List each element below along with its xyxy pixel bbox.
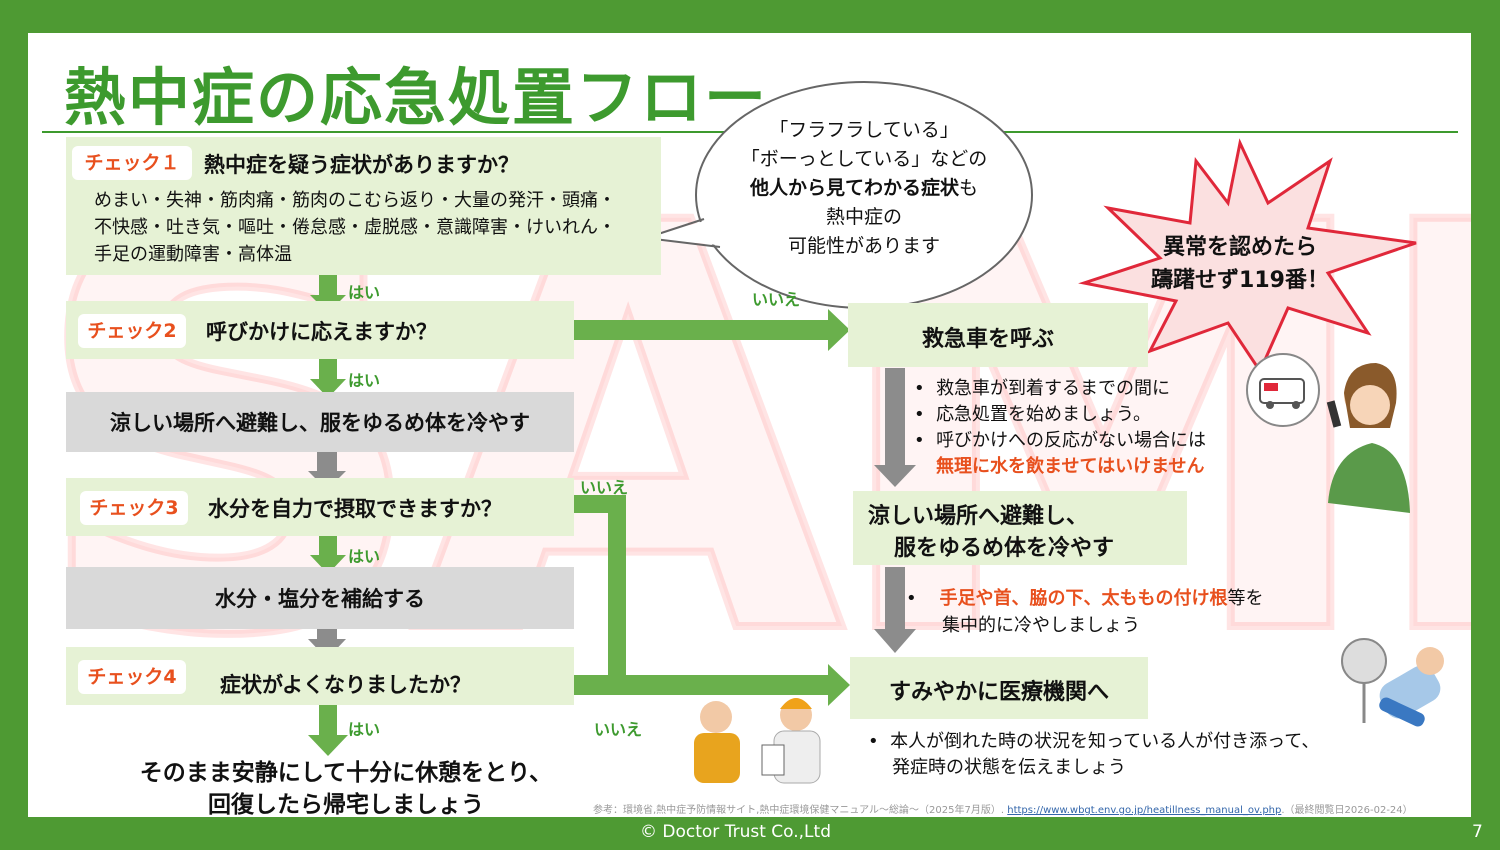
check1-symptom-line-1: めまい・失神・筋肉痛・筋肉のこむら返り・大量の発汗・頭痛・: [94, 190, 616, 211]
check1-question: 熱中症を疑う症状がありますか？: [204, 153, 519, 177]
check1-symptom-line-3: 手足の運動障害・高体温: [94, 244, 292, 265]
phone-call-illustration: [1246, 353, 1410, 513]
final-line-2: 回復したら帰宅しましょう: [208, 792, 484, 817]
check4-tag: チェック4: [78, 660, 186, 694]
check2-question: 呼びかけに応えますか？: [206, 320, 437, 344]
ambulance-note-1: • 救急車が到着するまでの間に: [914, 378, 1171, 399]
check3-question: 水分を自力で摂取できますか？: [208, 497, 502, 521]
hospital-note-1: • 本人が倒れた時の状況を知っている人が付き添って、: [868, 731, 1320, 752]
speech-line-5: 可能性があります: [787, 235, 940, 257]
right-gray-arrow-2: [874, 567, 916, 653]
burst-line-2: 躊躇せず119番！: [1151, 268, 1329, 293]
yes-label-1: はい: [348, 283, 381, 302]
water-salt-text: 水分・塩分を補給する: [215, 587, 425, 611]
yes-label-2: はい: [348, 371, 381, 390]
hospital-text: すみやかに医療機関へ: [888, 680, 1109, 705]
flow-arrows: [308, 81, 1444, 784]
right-cool-line-2: 服をゆるめ体を冷やす: [894, 536, 1115, 561]
heatstroke-person-illustration: [1341, 638, 1444, 727]
page-number: 7: [1472, 822, 1483, 842]
yes-arrow-4: [308, 701, 348, 756]
footer-copyright: © Doctor Trust Co.,Ltd: [640, 822, 831, 842]
speech-line-4: 熱中症の: [825, 206, 902, 228]
reference-note: 参考：環境省,熱中症予防情報サイト,熱中症環境保健マニュアル〜総論〜（2025年…: [593, 805, 1413, 816]
final-line-1: そのまま安静にして十分に休憩をとり、: [139, 760, 553, 786]
right-gray-arrow-1: [874, 368, 916, 487]
speech-line-3-tail: も: [959, 177, 979, 199]
no-arrow-ambulance: [574, 309, 850, 351]
check4-question: 症状がよくなりましたか？: [220, 673, 471, 697]
cool-down-box: [66, 392, 574, 452]
yes-label-4: はい: [348, 720, 381, 739]
no-arrow-check3: [574, 495, 626, 675]
speech-line-2: 「ボーっとしている」などの: [740, 148, 988, 170]
right-cool-box: [853, 491, 1187, 565]
no-label-ambulance: いいえ: [752, 290, 801, 309]
water-salt-box: [66, 567, 574, 629]
speech-line-3-bold: 他人から見てわかる症状: [749, 177, 959, 199]
check1-tag: チェック１: [72, 146, 192, 180]
speech-line-1: 「フラフラしている」: [769, 119, 959, 141]
slide: SAMPLE 熱中症の応急処置フロー: [28, 33, 1471, 817]
call-ambulance-box: [848, 303, 1148, 367]
check2-tag: チェック2: [78, 314, 186, 348]
yes-arrow-3: [310, 529, 346, 574]
no-label-hospital: いいえ: [594, 720, 643, 739]
alert-burst: [1078, 138, 1417, 375]
hospital-box: [850, 657, 1148, 719]
check3-tag: チェック3: [80, 491, 188, 525]
check1-symptom-line-2: 不快感・吐き気・嘔吐・倦怠感・虚脱感・意識障害・けいれん・: [94, 217, 616, 238]
right-cool-line-1: 涼しい場所へ避難し、: [868, 504, 1089, 529]
ambulance-warning: 無理に水を飲ませてはいけません: [936, 456, 1205, 477]
call-ambulance-text: 救急車を呼ぶ: [921, 327, 1054, 352]
hospital-note-2: 発症時の状態を伝えましょう: [892, 757, 1126, 778]
cool-note-line-2: 集中的に冷やしましょう: [942, 615, 1140, 636]
doctor-patient-illustration: [694, 698, 821, 784]
no-arrow-hospital: [574, 664, 850, 706]
cool-note-line-1: • 手足や首、脇の下、太ももの付け根等を: [906, 588, 1264, 609]
ambulance-note-3: • 呼びかけへの反応がない場合には: [914, 430, 1207, 451]
cool-down-text: 涼しい場所へ避難し、服をゆるめ体を冷やす: [110, 411, 530, 435]
reference-link[interactable]: https://www.wbgt.env.go.jp/heatillness_m…: [1007, 805, 1282, 816]
ambulance-note-2: • 応急処置を始めましょう。: [914, 404, 1151, 425]
no-label-check3: いいえ: [580, 478, 629, 497]
burst-line-1: 異常を認めたら: [1162, 235, 1317, 260]
speech-line-3: 他人から見てわかる症状も: [700, 173, 1028, 200]
page-title: 熱中症の応急処置フロー: [64, 61, 769, 134]
yes-label-3: はい: [348, 547, 381, 566]
yes-arrow-2: [310, 355, 346, 398]
